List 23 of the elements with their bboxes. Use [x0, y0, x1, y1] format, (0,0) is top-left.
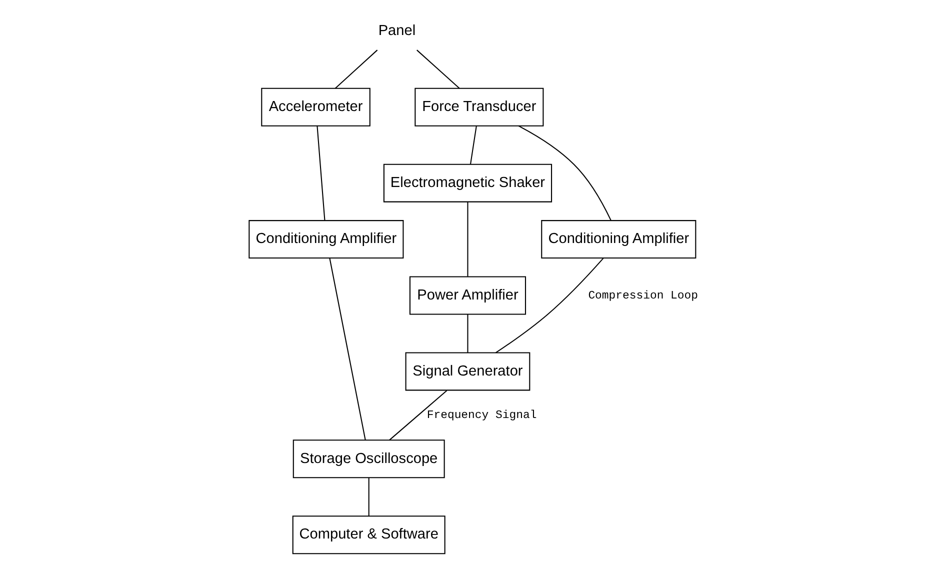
- node-text: Panel: [378, 22, 416, 39]
- edge-label: Frequency Signal: [426, 409, 536, 422]
- connector: [328, 258, 366, 440]
- connector: [466, 202, 468, 276]
- node-box: Electromagnetic Shaker: [382, 164, 552, 202]
- node-box: Conditioning Amplifier: [248, 220, 404, 259]
- connector: [518, 125, 611, 221]
- node-box: Accelerometer: [260, 88, 370, 126]
- connector: [495, 258, 604, 354]
- node-box: Storage Oscilloscope: [292, 440, 444, 478]
- node-box: Force Transducer: [414, 88, 544, 126]
- connector: [334, 50, 378, 89]
- connector: [368, 478, 369, 516]
- connector: [466, 314, 468, 353]
- node-box: Signal Generator: [404, 352, 530, 391]
- connector: [469, 126, 476, 164]
- connector: [316, 126, 325, 220]
- connector: [388, 390, 447, 440]
- edge-label: Compression Loop: [588, 289, 698, 302]
- node-box: Conditioning Amplifier: [540, 220, 696, 259]
- node-box: Computer & Software: [292, 516, 445, 554]
- node-box: Power Amplifier: [408, 276, 526, 315]
- connector: [416, 50, 460, 89]
